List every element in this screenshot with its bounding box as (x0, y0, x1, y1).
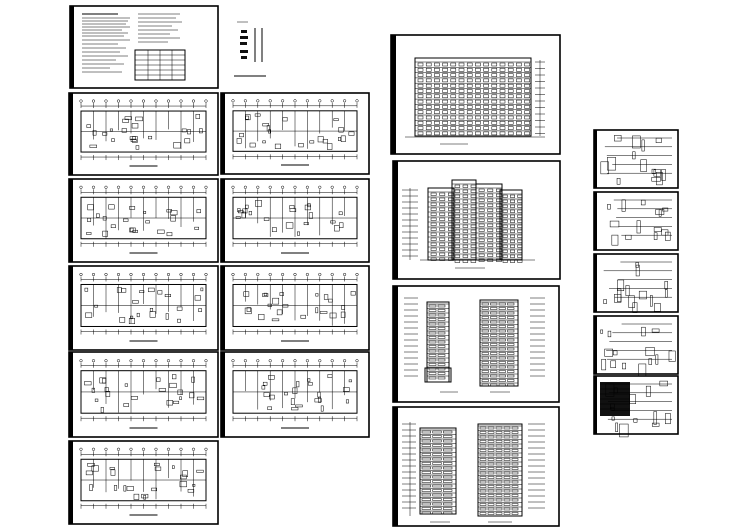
sheet-floor-plan-4[interactable] (220, 178, 370, 263)
section-drawings (402, 422, 545, 523)
floor-plan-sheets (68, 92, 370, 525)
sheet-detail-5[interactable] (593, 375, 679, 438)
sheet-floor-plan-8[interactable] (220, 351, 370, 438)
side-elevations-drawing (404, 297, 545, 393)
sheet-floor-plan-6[interactable] (220, 265, 370, 351)
sheet-elevation-sides[interactable] (392, 285, 560, 403)
front-elevation-drawing (405, 57, 545, 145)
notes-text-block (82, 13, 182, 73)
sheet-floor-plan-9[interactable] (68, 440, 219, 525)
notes-table (134, 49, 186, 81)
sheet-design-notes[interactable] (69, 5, 219, 89)
sheet-floor-plan-5[interactable] (68, 265, 219, 351)
perspective-elevation-drawing (402, 179, 535, 269)
sheet-elevation-sections[interactable] (392, 406, 560, 527)
sheet-floor-plan-1[interactable] (68, 92, 219, 176)
sheet-detail-2[interactable] (593, 191, 679, 251)
sheet-detail-1[interactable] (593, 129, 679, 189)
sheet-floor-plan-3[interactable] (68, 178, 219, 263)
sheet-elevation-front[interactable] (390, 34, 561, 155)
sheet-floor-plan-7[interactable] (68, 351, 219, 438)
sheet-elevation-perspective[interactable] (392, 160, 561, 280)
sheet-drawing-index[interactable] (234, 21, 266, 77)
sheet-detail-4[interactable] (593, 315, 679, 377)
sheet-detail-3[interactable] (593, 253, 679, 313)
sheet-floor-plan-2[interactable] (220, 92, 370, 175)
detail-sheets (593, 129, 679, 438)
